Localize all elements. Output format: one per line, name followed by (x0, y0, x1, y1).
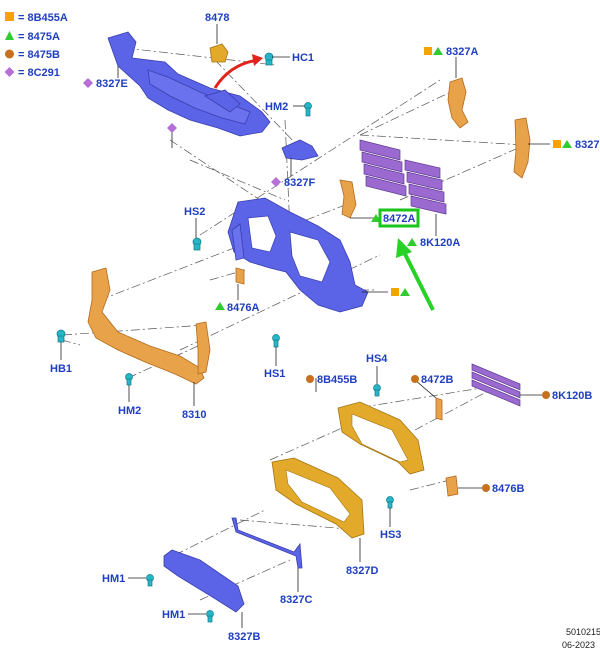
fastener-hc1 (264, 52, 274, 66)
square-marker-support (391, 288, 399, 296)
triangle-marker-8327A-top (433, 47, 443, 55)
label-8K120B: 8K120B (552, 390, 592, 402)
bracket-8472B (435, 397, 443, 421)
label-8327A-top: 8327A (446, 46, 478, 58)
legend: = 8B455A = 8475A = 8475B = 8C291 (4, 12, 68, 79)
fastener-hm1-b (206, 610, 214, 623)
assembly-lines (61, 47, 526, 601)
label-8476A: 8476A (227, 302, 259, 314)
side-panel-8327A-top (447, 77, 469, 129)
label-hm2-mid: HM2 (118, 405, 141, 417)
bracket-8476B (445, 475, 459, 497)
triangle-marker-support (400, 288, 410, 296)
label-hs4: HS4 (366, 353, 388, 365)
legend-text-4: = 8C291 (18, 67, 60, 79)
label-hc1: HC1 (292, 52, 314, 64)
circle-marker-8B455B (306, 375, 314, 383)
label-8327D: 8327D (346, 565, 378, 577)
legend-diamond-icon (4, 67, 15, 77)
label-hs3: HS3 (380, 529, 401, 541)
footer-code: 5010215 (566, 627, 600, 637)
label-hm2-top: HM2 (265, 101, 288, 113)
louvers-8K120A (359, 139, 447, 215)
radiator-support (227, 197, 369, 313)
legend-text-1: = 8B455A (18, 12, 68, 24)
bracket-8476A (235, 267, 245, 285)
legend-text-2: = 8475A (18, 31, 60, 43)
label-8327C: 8327C (280, 594, 312, 606)
label-hm1-a: HM1 (102, 573, 125, 585)
frame-upper-gold (337, 401, 425, 475)
square-marker-8327A-right (553, 140, 561, 148)
part-markers (83, 47, 572, 492)
fastener-hs3 (386, 496, 394, 509)
legend-text-3: = 8475B (18, 49, 60, 61)
louvers-8K120B (471, 363, 521, 407)
label-8476B: 8476B (492, 483, 524, 495)
bar-8327B (163, 549, 245, 613)
legend-square-icon (5, 12, 14, 21)
diamond-marker-8327E (83, 78, 93, 88)
label-hs2: HS2 (184, 206, 205, 218)
fastener-hb1 (56, 329, 66, 343)
clip-8478 (209, 43, 229, 63)
fastener-hm2-mid (125, 373, 133, 386)
diamond-marker-mid (167, 123, 177, 133)
bracket-8472A (339, 179, 357, 219)
label-8472B: 8472B (421, 374, 453, 386)
label-hm1-b: HM1 (162, 609, 185, 621)
label-hb1: HB1 (50, 363, 72, 375)
fastener-hs2 (192, 237, 202, 251)
circle-marker-8K120B (542, 391, 550, 399)
label-8310: 8310 (182, 409, 206, 421)
bracket-8327F (281, 139, 319, 161)
triangle-marker-8327A-right (562, 140, 572, 148)
fastener-hm1-a (146, 574, 154, 587)
bar-8327C (231, 517, 303, 569)
triangle-marker-8476A (215, 302, 225, 310)
fastener-hm2-top (304, 102, 312, 117)
square-marker-8327A-top (424, 47, 432, 55)
label-8478: 8478 (205, 12, 229, 24)
upper-cover-8327E (107, 31, 271, 137)
label-8472A: 8472A (383, 213, 415, 225)
red-arrow (213, 54, 263, 89)
triangle-marker-8K120A (407, 238, 417, 246)
label-8327A-right: 8327A (575, 139, 600, 151)
footer-date: 06-2023 (562, 640, 595, 650)
legend-triangle-icon (5, 31, 14, 40)
circle-marker-8472B (411, 375, 419, 383)
diamond-marker-8327F (271, 177, 281, 187)
label-8327F: 8327F (284, 177, 315, 189)
bumper-beam-8310 (87, 267, 211, 385)
fastener-hs1 (272, 334, 280, 348)
label-8327B: 8327B (228, 631, 260, 643)
label-8B455B: 8B455B (317, 374, 357, 386)
frame-8327D (271, 457, 365, 539)
part-labels: 8478 HC1 8327E HM2 8327F 8327A 8327A HS2… (50, 12, 600, 643)
label-hs1: HS1 (264, 368, 285, 380)
leader-lines (60, 24, 550, 628)
circle-marker-8476B (482, 484, 490, 492)
legend-circle-icon (5, 49, 14, 59)
label-8K120A: 8K120A (420, 237, 460, 249)
side-panel-8327A-right (513, 117, 531, 179)
green-arrow (396, 238, 435, 311)
label-8327E: 8327E (96, 78, 128, 90)
fastener-hs4 (373, 384, 381, 397)
highlight-box-8472A (378, 208, 420, 228)
